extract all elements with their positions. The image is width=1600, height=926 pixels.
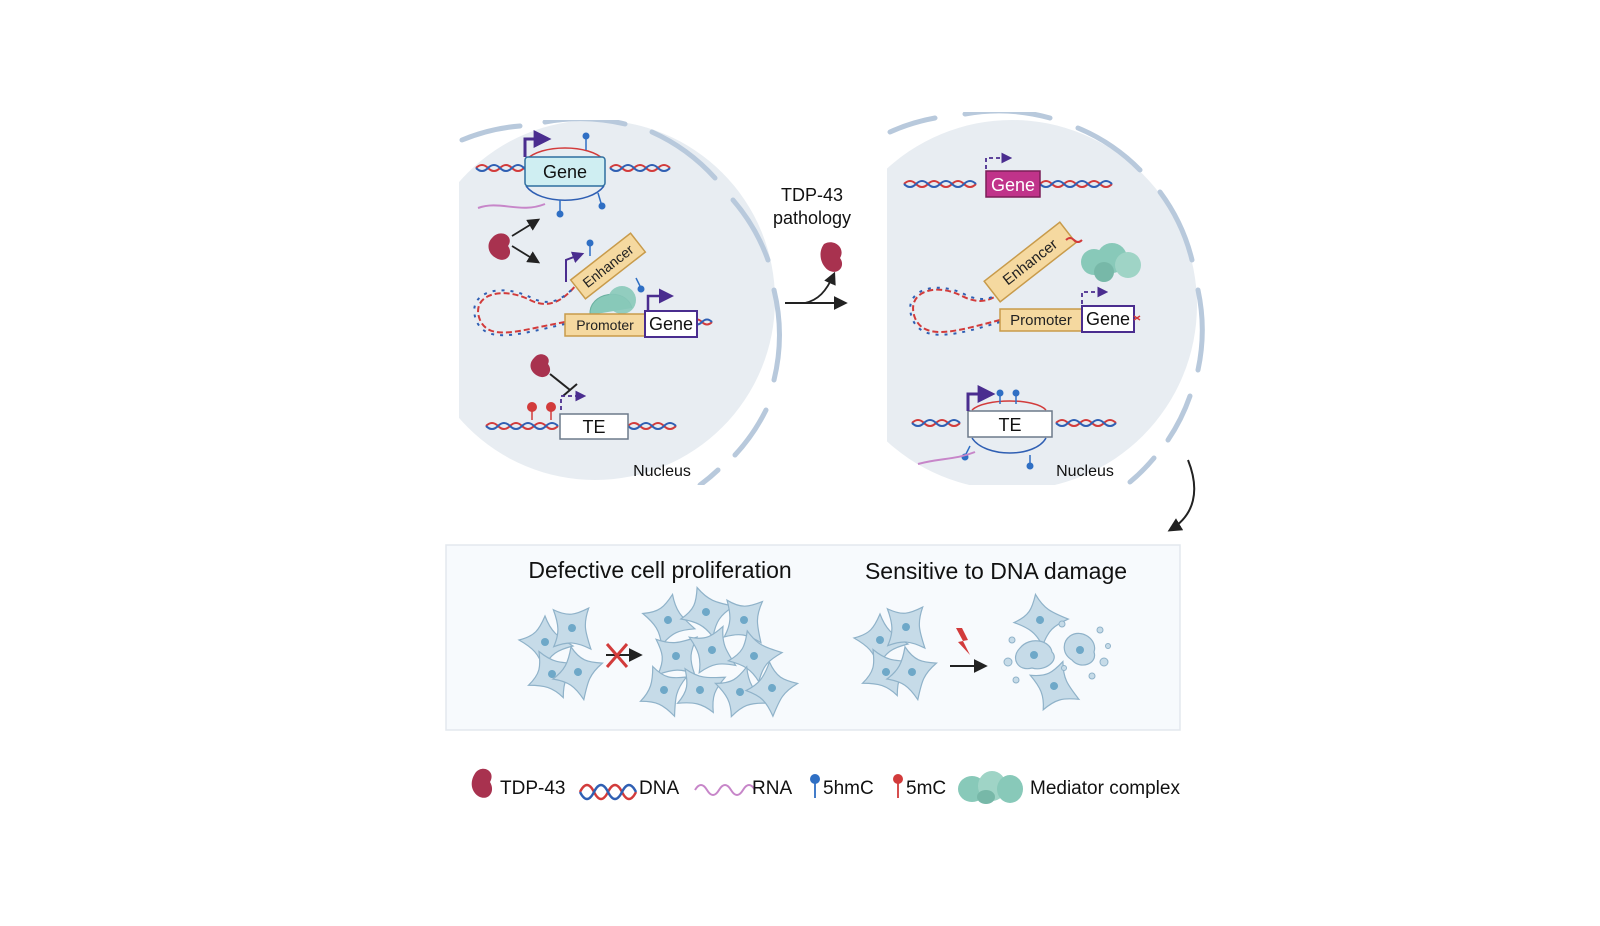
- legend-tdp43-label: TDP-43: [500, 778, 565, 799]
- legend-mediator-label: Mediator complex: [1030, 778, 1180, 799]
- outcome-arrow: [1167, 459, 1196, 532]
- te-label: TE: [998, 415, 1021, 435]
- te-box: [967, 410, 1053, 438]
- inactive-tss-arrow: [1081, 286, 1109, 304]
- legend-dna-icon: [578, 783, 638, 801]
- 5hmc-mark: [586, 239, 645, 293]
- active-tss-arrow: [966, 385, 996, 411]
- dna-strand: [903, 180, 1113, 188]
- nucleus-panel-pathology: [887, 112, 1205, 485]
- gene-label: Gene: [991, 175, 1035, 195]
- activation-arrow: [511, 245, 541, 264]
- promoter-label: Promoter: [576, 317, 634, 333]
- mediator-complex: [1081, 243, 1141, 282]
- te-box: [559, 413, 629, 440]
- legend-5mc-icon: [893, 774, 903, 798]
- 5mc-mark: [527, 402, 556, 420]
- inactive-tss-arrow: [560, 390, 587, 410]
- outcomes-box: Defective cell proliferation Sensitive t…: [445, 544, 1181, 731]
- dna-strand: [911, 419, 1117, 427]
- outcome-title-proliferation: Defective cell proliferation: [528, 557, 791, 583]
- open-strand: [525, 147, 605, 161]
- active-tss-arrow: [523, 130, 552, 157]
- nuclear-envelope: [887, 112, 1205, 485]
- outcome-title-dna-damage: Sensitive to DNA damage: [865, 558, 1127, 584]
- nuclear-envelope: [459, 120, 782, 485]
- active-tss-arrow: [646, 288, 674, 311]
- transition-arrow-group: TDP-43 pathology: [773, 185, 851, 310]
- blocked-arrow: [605, 643, 643, 668]
- tdp43-protein: [488, 233, 511, 260]
- legend-5mc-label: 5mC: [906, 778, 946, 799]
- 5hmc-mark: [556, 132, 606, 218]
- legend-dna-label: DNA: [639, 778, 679, 799]
- legend: TDP-43 DNA RNA 5hmC 5mC Mediator complex: [471, 768, 1180, 804]
- gene-box-silenced: [985, 170, 1041, 198]
- tdp43-protein: [820, 242, 843, 272]
- gene-box: [524, 156, 606, 187]
- gene-box: [644, 310, 698, 338]
- activation-arrow: [511, 218, 541, 237]
- legend-tdp43-icon: [471, 768, 493, 798]
- legend-5hmc-icon: [810, 774, 820, 798]
- panel-pathology-contents: Gene Enhancer Promoter Gene: [903, 152, 1141, 480]
- damaged-cells: [1003, 588, 1111, 721]
- enhancer-rna-arrow: [565, 251, 585, 282]
- gene-label: Gene: [1086, 309, 1130, 329]
- transition-label-line2: pathology: [773, 208, 851, 228]
- dna-strand: [485, 422, 677, 430]
- open-strand: [525, 185, 605, 201]
- rna-transcript: [917, 451, 976, 465]
- legend-5hmc-label: 5hmC: [823, 778, 874, 799]
- tdp43-exit-arrow: [804, 271, 836, 304]
- gene-box: [1081, 305, 1135, 333]
- nucleus-label: Nucleus: [1056, 463, 1114, 480]
- gene-label: Gene: [649, 314, 693, 334]
- legend-rna-icon: [694, 784, 756, 796]
- promoter-label: Promoter: [1010, 312, 1072, 329]
- nucleus-body: [887, 120, 1197, 485]
- tdp43-protein: [530, 354, 551, 378]
- repression-line: [549, 373, 571, 391]
- te-label: TE: [582, 417, 605, 437]
- panel-normal-contents: Gene Promoter Gene Enhancer: [473, 130, 713, 480]
- nucleus-label: Nucleus: [633, 463, 691, 480]
- repression-bar: [562, 383, 578, 397]
- inactive-tss-arrow: [985, 152, 1013, 169]
- legend-mediator-icon: [958, 771, 1023, 804]
- legend-rna-label: RNA: [752, 778, 792, 799]
- transition-label-line1: TDP-43: [781, 185, 843, 205]
- gene-label: Gene: [543, 162, 587, 182]
- dna-loop: [909, 283, 1011, 336]
- dna-damage-icon: [956, 628, 970, 655]
- rna-transcript: [477, 203, 546, 209]
